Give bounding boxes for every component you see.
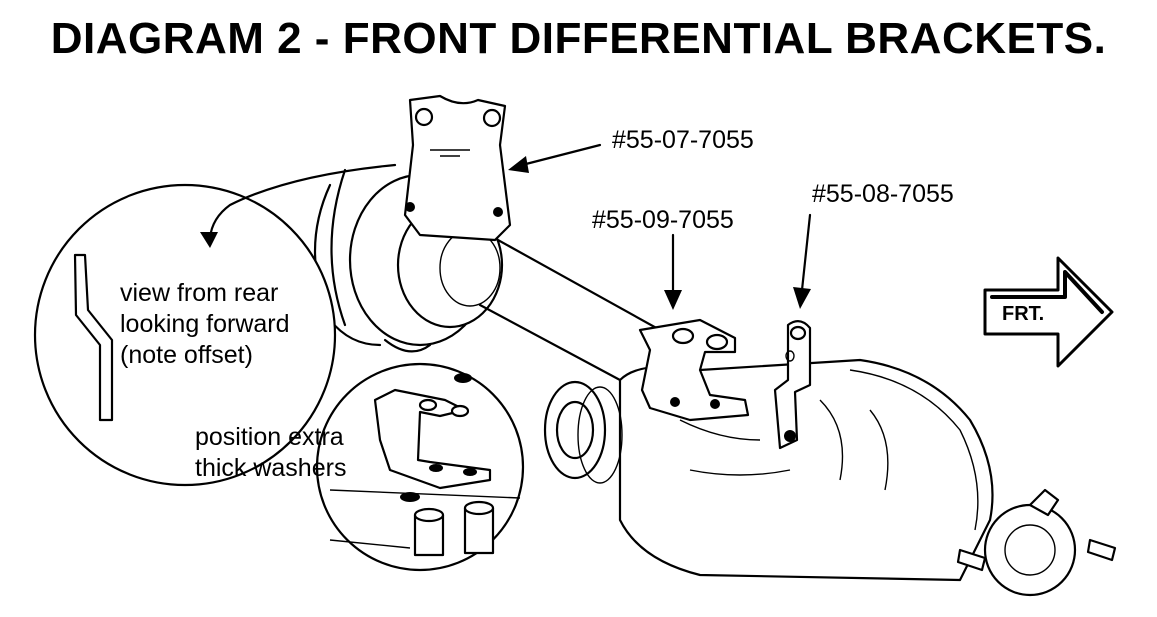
arrow-55-08-7055 [793, 287, 811, 309]
front-direction-label: FRT. [1002, 303, 1044, 325]
bracket-55-07-7055-drawing [403, 94, 512, 242]
rear-view-note-line-3: (note offset) [120, 341, 253, 369]
washer-note-line-2: thick washers [195, 454, 346, 482]
differential-housing [543, 358, 1117, 597]
arrow-55-07-7055 [508, 156, 529, 173]
front-direction-arrow: FRT. [983, 256, 1114, 368]
rear-view-note-line-1: view from rear [120, 279, 278, 307]
arrow-55-09-7055 [664, 290, 682, 310]
part-label-55-08-7055: #55-08-7055 [812, 180, 954, 208]
washer-note-line-1: position extra [195, 423, 344, 451]
diagram-title: DIAGRAM 2 - FRONT DIFFERENTIAL BRACKETS. [50, 14, 1107, 63]
leader-arrows [508, 143, 812, 310]
bracket-55-08-7055-drawing [773, 320, 812, 450]
bracket-55-09-7055-drawing [638, 318, 750, 422]
rear-view-note-line-2: looking forward [120, 310, 290, 338]
part-label-55-09-7055: #55-09-7055 [592, 206, 734, 234]
part-label-55-07-7055: #55-07-7055 [612, 126, 754, 154]
rear-view-inset [33, 163, 397, 487]
washer-detail-inset [315, 362, 525, 572]
